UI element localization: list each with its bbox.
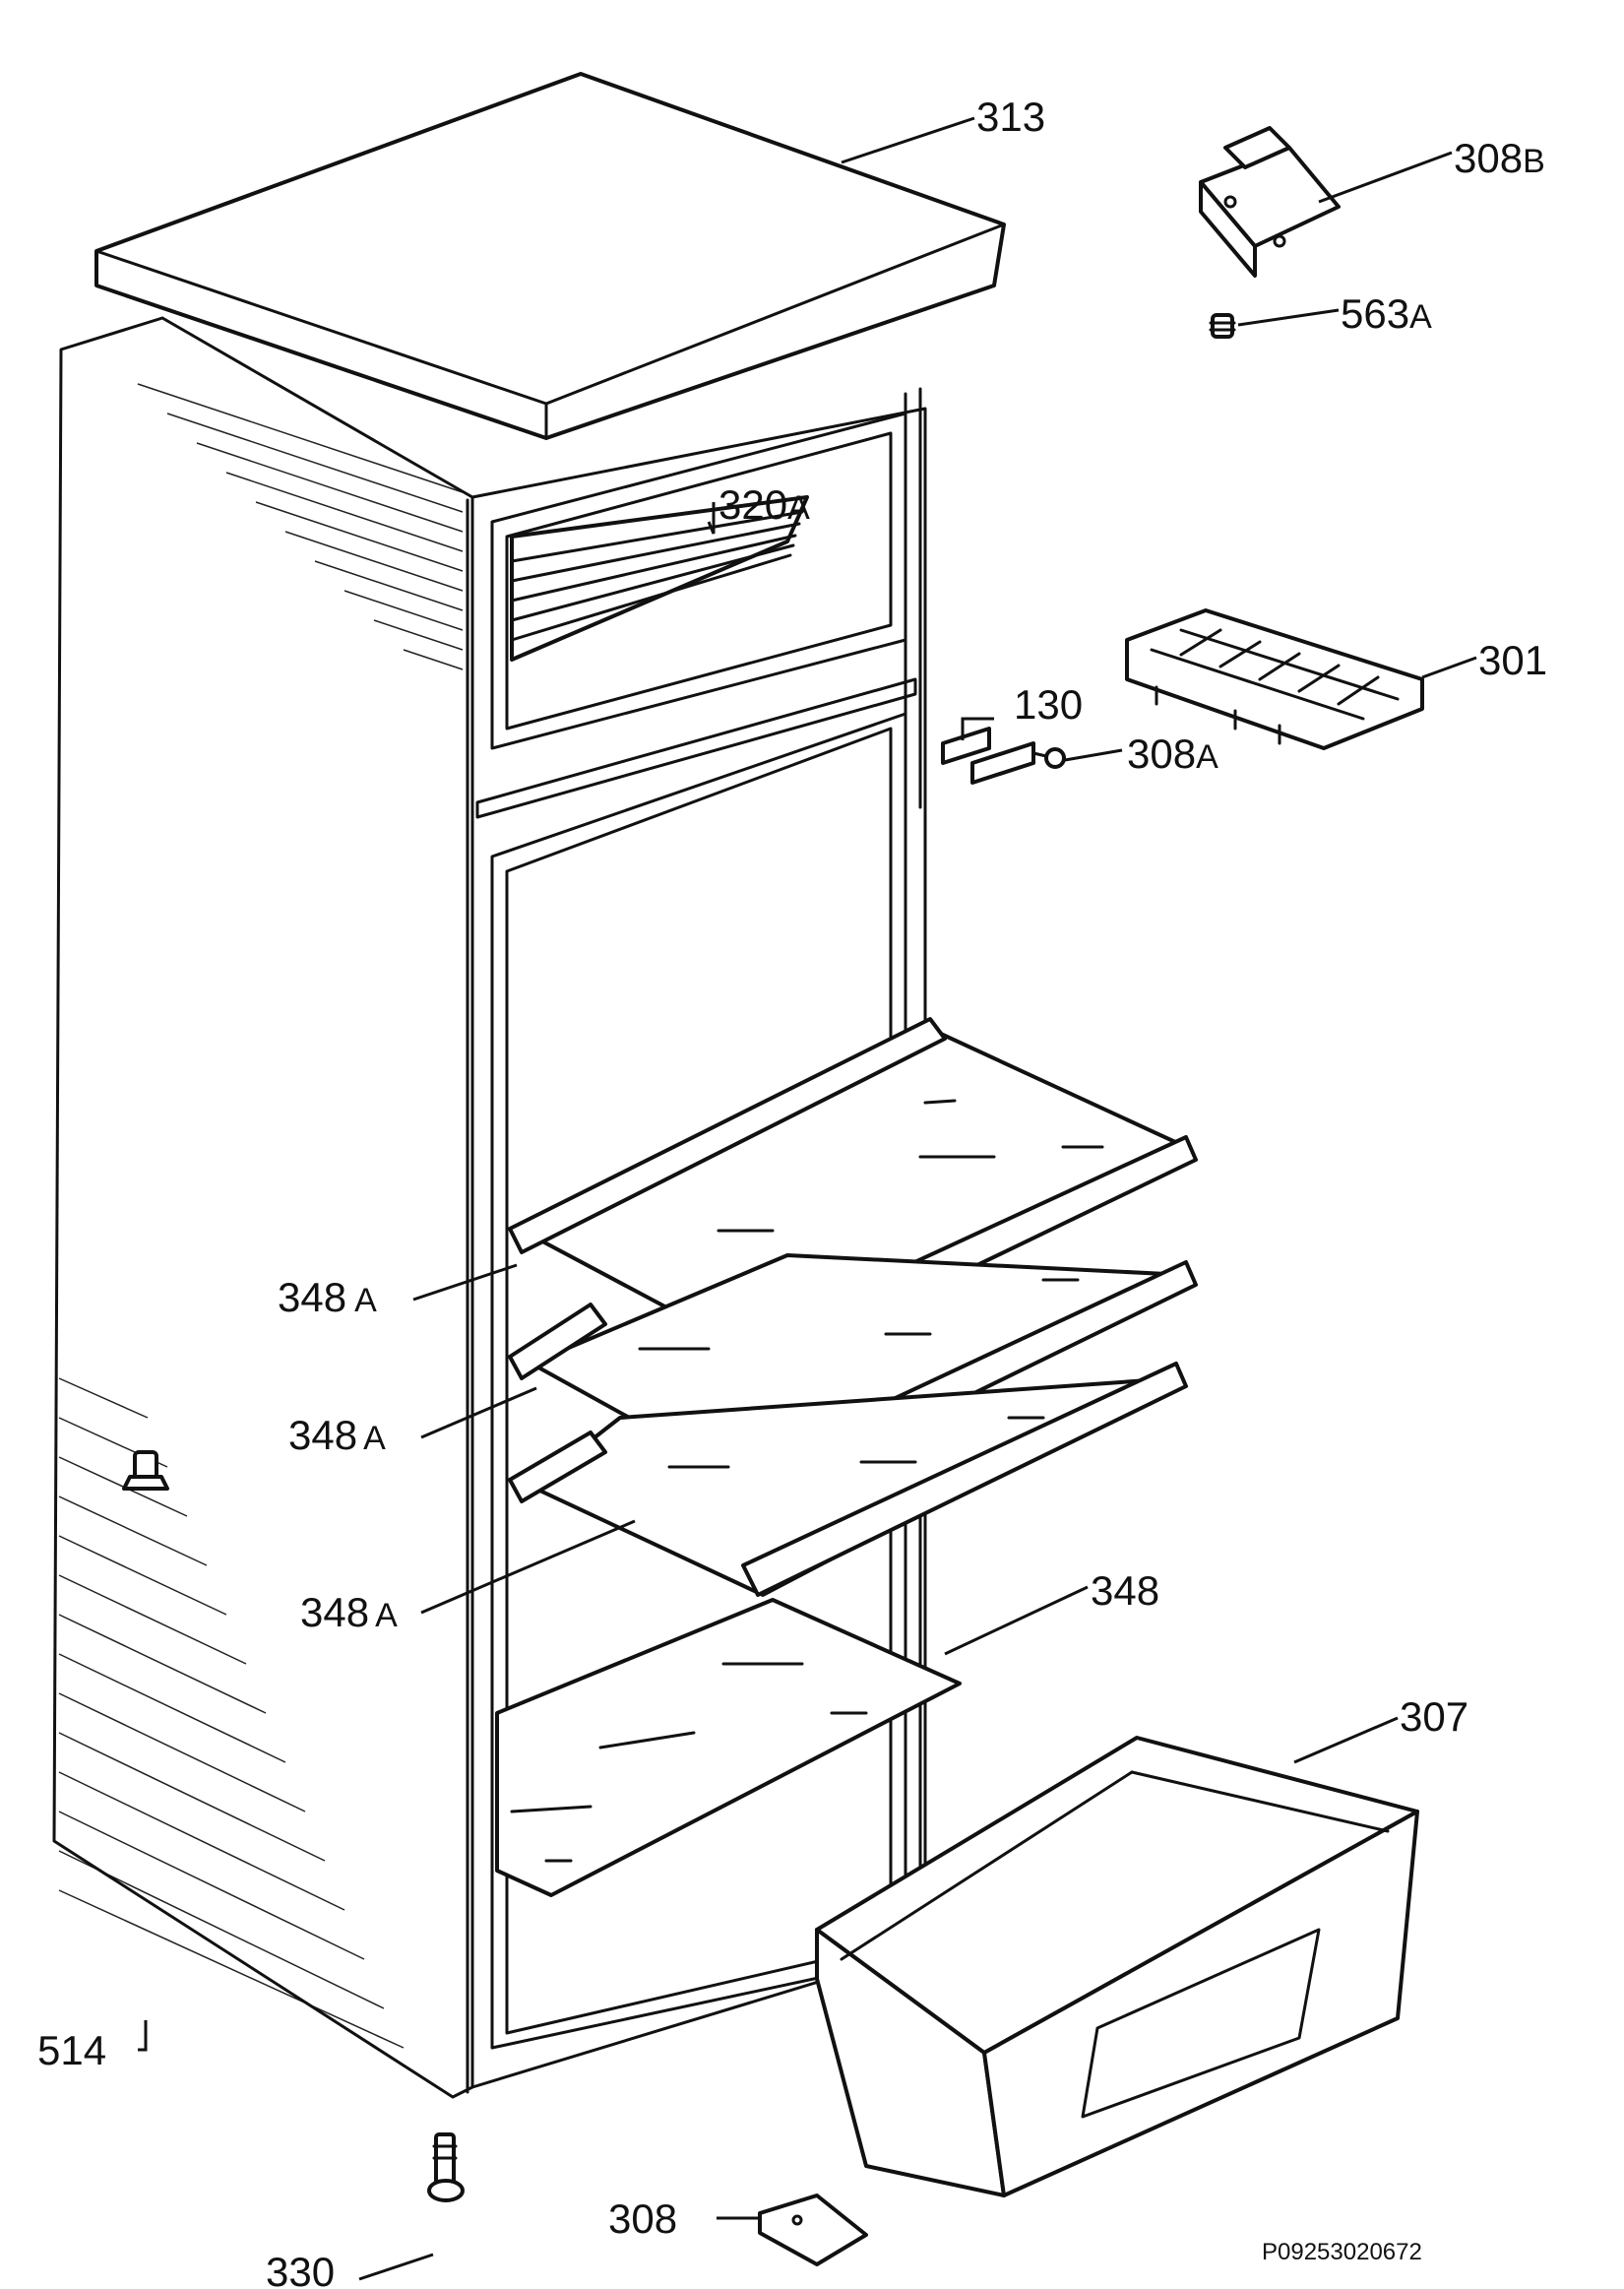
label-313: 313: [976, 94, 1045, 140]
crisper-drawer-part: [815, 1736, 1419, 2197]
label-320a: 320A: [718, 481, 810, 528]
label-308: 308: [608, 2195, 677, 2242]
label-330: 330: [266, 2249, 335, 2289]
cabinet-side-shading: [58, 383, 464, 2049]
hinge-308a-part: [970, 741, 1066, 785]
label-514: 514: [37, 2027, 106, 2073]
bracket-308-part: [758, 2194, 868, 2266]
label-348: 348: [1091, 1567, 1159, 1614]
label-307: 307: [1400, 1693, 1468, 1740]
label-130: 130: [1014, 681, 1083, 728]
label-308b: 308B: [1454, 135, 1545, 181]
screw-563a-part: [1209, 313, 1236, 339]
top-cover-part: [94, 72, 1006, 440]
drawing-code: P09253020672: [1262, 2239, 1422, 2265]
freezer-rack-bars: [510, 510, 804, 642]
leader-lines: [138, 116, 1477, 2281]
foot-514-part: [122, 1450, 169, 1491]
plate-130-part: [941, 727, 991, 765]
screw-330-part: [427, 2132, 465, 2202]
glass-shelf-348a-lower-part: [508, 1362, 1188, 1597]
glass-shelf-348-bottom-part: [495, 1598, 962, 1897]
label-308a: 308A: [1127, 731, 1218, 777]
ice-tray-cells: [1150, 628, 1400, 721]
ice-cube-tray-part: [1125, 608, 1424, 750]
label-301: 301: [1478, 637, 1547, 683]
hinge-bracket-top-part: [1199, 126, 1341, 278]
label-563a: 563A: [1341, 290, 1432, 337]
